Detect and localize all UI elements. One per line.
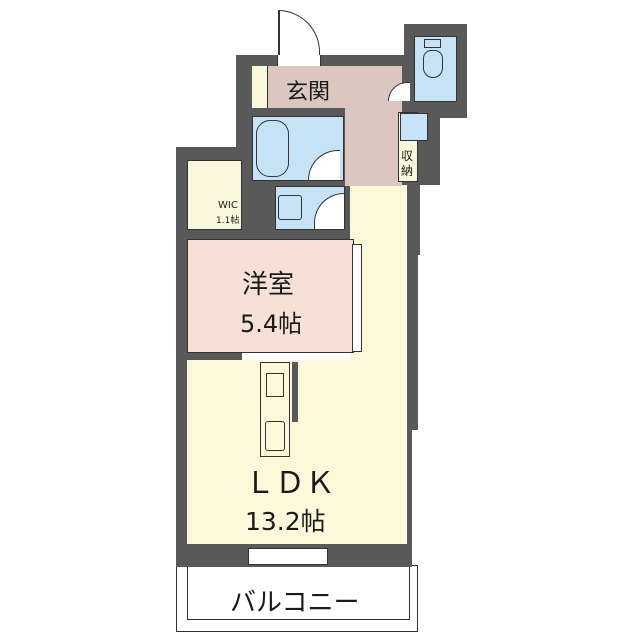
- yoshitsu-size: 5.4帖: [240, 310, 303, 338]
- genkan-label: 玄関: [286, 80, 331, 105]
- hallway: [345, 66, 402, 186]
- balcony-window: [248, 548, 328, 565]
- kitchen-wall: [292, 362, 298, 422]
- washbasin: [278, 195, 302, 220]
- storage-label-2: 納: [401, 164, 414, 178]
- balcony-label: バルコニー: [230, 588, 360, 618]
- genkan-shoebox: [252, 66, 268, 108]
- wic-size: 1.1帖: [216, 216, 240, 226]
- stove: [266, 373, 284, 397]
- storage-top: [400, 113, 428, 141]
- yoshitsu-window: [352, 244, 362, 352]
- balcony-inner: [187, 565, 410, 620]
- toilet-bowl: [423, 50, 443, 78]
- entrance-door: [278, 10, 320, 56]
- room-wic: [187, 160, 242, 230]
- room-ldk-step: [396, 185, 404, 419]
- toilet-tank: [424, 39, 441, 48]
- storage-label-1: 収: [401, 149, 414, 163]
- entrance-opening: [277, 55, 321, 66]
- kitchen-counter: [260, 362, 290, 457]
- wic-label: WIC: [218, 200, 238, 211]
- bathtub: [256, 120, 289, 177]
- ldk-label: ＬＤＫ: [245, 466, 335, 501]
- sink: [265, 421, 285, 451]
- ldk-size: 13.2帖: [245, 507, 326, 536]
- yoshitsu-label: 洋室: [242, 270, 295, 300]
